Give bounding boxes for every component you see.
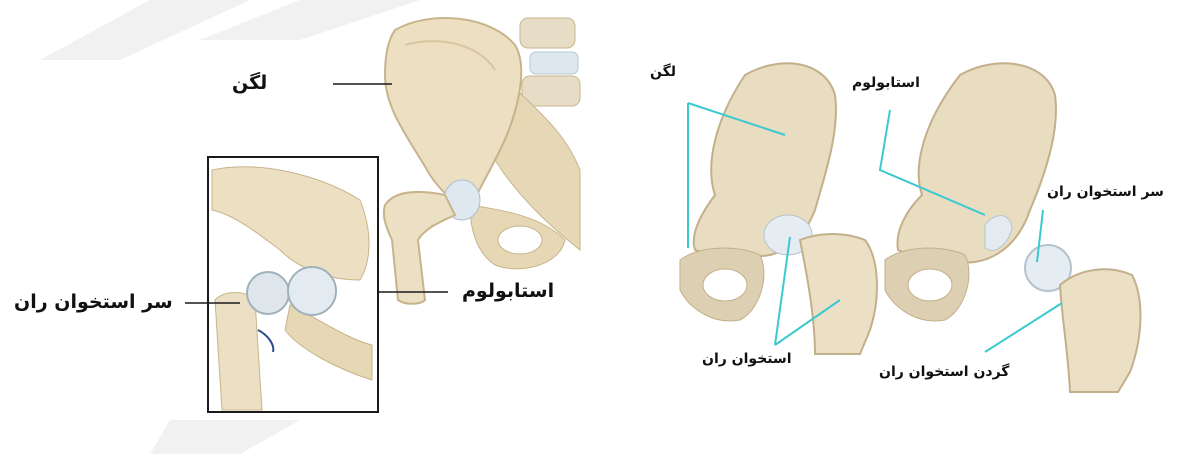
label-right-pelvis: لگن xyxy=(650,64,676,80)
label-left-pelvis: لگن xyxy=(232,72,267,94)
label-right-femur: استخوان ران xyxy=(702,351,792,367)
label-left-acetabulum: استابولوم xyxy=(462,280,554,302)
right-pelvis-b xyxy=(880,63,1140,392)
label-left-femoral-head: سر استخوان ران xyxy=(14,291,173,313)
label-right-femoral-head: سر استخوان ران xyxy=(1047,184,1164,200)
label-right-femoral-neck: گردن استخوان ران xyxy=(879,364,1009,380)
right-pelvis-a xyxy=(680,63,877,354)
label-right-acetabulum: استابولوم xyxy=(852,75,920,91)
